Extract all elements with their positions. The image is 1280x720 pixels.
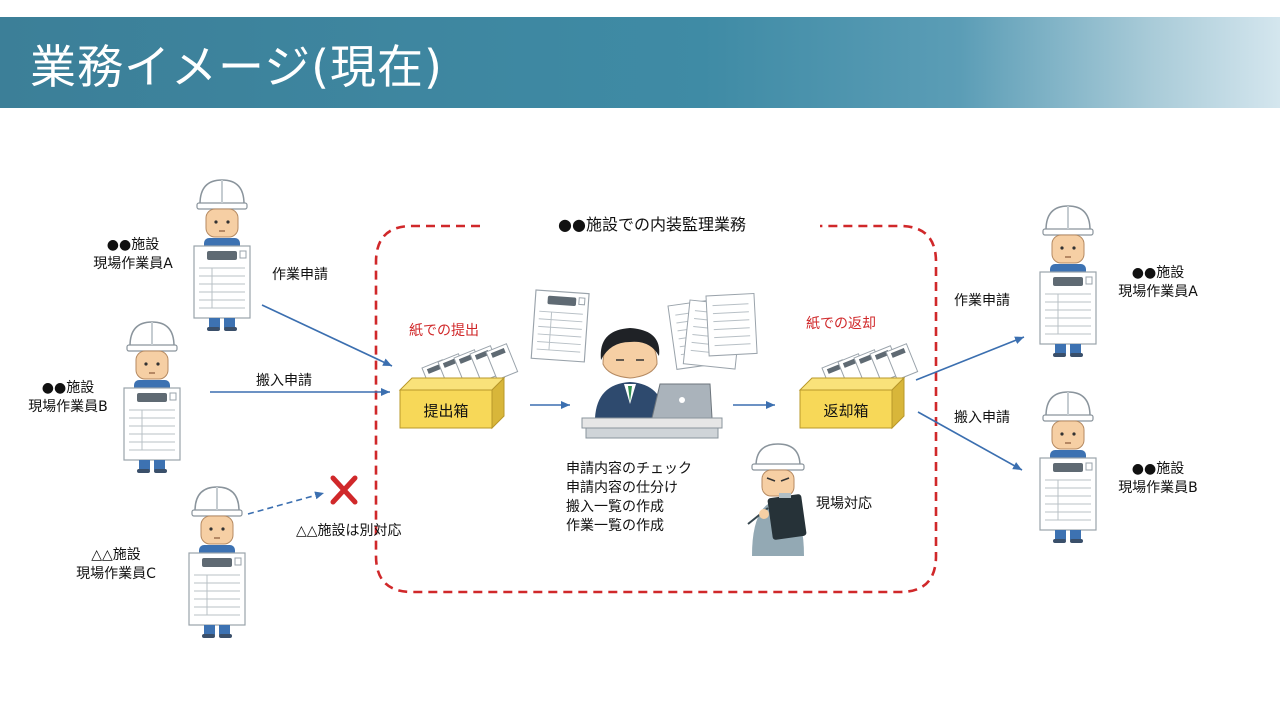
worker-c-left-label: △△施設 現場作業員C	[56, 546, 176, 584]
arrow-carry-in-request-right	[917, 411, 1023, 471]
submit-box: 提出箱	[400, 390, 492, 428]
process-frame	[374, 224, 938, 594]
work-request-left-label: 作業申請	[272, 267, 328, 283]
worker-a-right-label: ●●施設 現場作業員A	[1098, 264, 1218, 302]
task-list: 申請内容のチェック 申請内容の仕分け 搬入一覧の作成 作業一覧の作成	[566, 460, 692, 536]
worker-b-right-facility: ●●施設	[1131, 461, 1185, 477]
arrow-dashed-to-x	[247, 491, 325, 515]
task-item: 申請内容のチェック	[566, 461, 692, 477]
return-caption: 紙での返却	[806, 316, 876, 332]
arrow-work-request-left	[261, 304, 393, 367]
worker-a-right-facility: ●●施設	[1131, 265, 1185, 281]
worker-c-left-facility: △△施設	[91, 547, 141, 563]
worker-a-right-illustration	[1039, 205, 1097, 358]
field-worker-illustration	[747, 443, 807, 556]
worker-b-left-role: 現場作業員B	[28, 399, 108, 415]
return-box: 返却箱	[800, 390, 892, 428]
arrow-work-request-right	[915, 336, 1025, 381]
separate-handling-note: △△施設は別対応	[296, 523, 402, 539]
worker-b-right-label: ●●施設 現場作業員B	[1098, 460, 1218, 498]
worker-a-right-role: 現場作業員A	[1118, 284, 1198, 300]
task-item: 申請内容の仕分け	[566, 480, 678, 496]
frame-title: ●●施設での内装監理業務	[526, 211, 778, 235]
submit-box-label: 提出箱	[423, 402, 469, 420]
worker-b-left-facility: ●●施設	[41, 380, 95, 396]
floating-form-illustration	[530, 289, 590, 363]
page-title: 業務イメージ(現在)	[30, 40, 443, 94]
task-item: 搬入一覧の作成	[566, 499, 664, 515]
title-banner: 業務イメージ(現在)	[0, 17, 1280, 108]
worker-a-left-role: 現場作業員A	[93, 256, 173, 272]
document-stack-illustration	[667, 292, 758, 370]
worker-a-left-label: ●●施設 現場作業員A	[78, 236, 188, 274]
rejected-x-icon	[330, 475, 358, 505]
worker-c-left-illustration	[188, 486, 246, 639]
carry-in-request-right-label: 搬入申請	[954, 410, 1010, 426]
field-response-label: 現場対応	[816, 496, 872, 512]
carry-in-request-left-label: 搬入申請	[256, 373, 312, 389]
worker-a-left-facility: ●●施設	[106, 237, 160, 253]
worker-a-left-illustration	[193, 179, 251, 332]
worker-b-right-role: 現場作業員B	[1118, 480, 1198, 496]
worker-b-right-illustration	[1039, 391, 1097, 544]
worker-b-left-label: ●●施設 現場作業員B	[8, 379, 128, 417]
worker-c-left-role: 現場作業員C	[76, 566, 156, 582]
task-item: 作業一覧の作成	[566, 518, 664, 534]
submit-caption: 紙での提出	[409, 323, 479, 339]
work-request-right-label: 作業申請	[954, 293, 1010, 309]
office-worker-illustration	[581, 328, 723, 439]
return-box-label: 返却箱	[823, 402, 869, 420]
worker-b-left-illustration	[123, 321, 181, 474]
